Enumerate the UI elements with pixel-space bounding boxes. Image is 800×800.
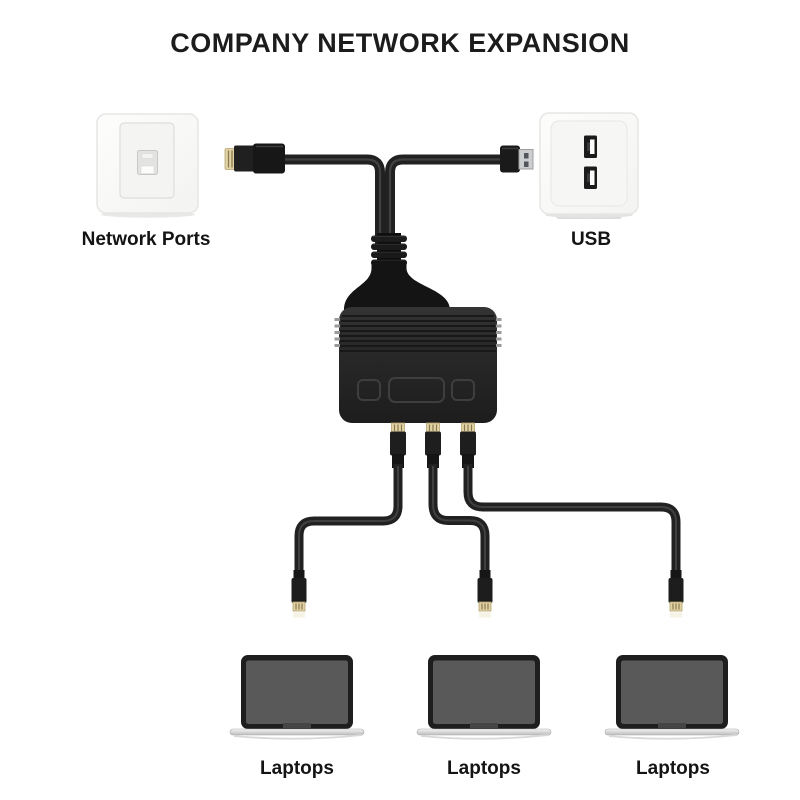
usb-port-bottom-icon: [584, 166, 597, 189]
laptop-hinge-notch: [470, 723, 498, 728]
rj45-plug-up-1: [390, 422, 406, 468]
laptop-base: [229, 728, 365, 736]
laptop-hinge-notch: [658, 723, 686, 728]
rj45-plug-to-wall-icon: [224, 143, 285, 174]
label-laptop-3: Laptops: [636, 758, 710, 779]
rj45-plug-down-2: [477, 570, 493, 618]
cable-to-laptop-2: [428, 464, 490, 574]
cable-to-network-port: [284, 154, 385, 244]
laptop-base-shadow: [233, 734, 363, 740]
label-laptop-1: Laptops: [260, 758, 334, 779]
network-wall-plate: [96, 113, 199, 218]
label-laptop-2: Laptops: [447, 758, 521, 779]
laptop-hinge-notch: [283, 723, 311, 728]
laptop-base-shadow: [608, 734, 738, 740]
laptop-screen: [246, 660, 348, 724]
laptop-screen: [433, 660, 535, 724]
wall-plate-insert: [550, 120, 628, 207]
splitter-body-ridges: [340, 315, 496, 352]
cable-to-laptop-1: [294, 464, 403, 574]
splitter-port-outlines: [357, 377, 475, 403]
label-usb: USB: [570, 229, 612, 250]
laptop-base: [416, 728, 552, 736]
usb-port-top-icon: [584, 135, 597, 158]
rj45-plug-down-3: [668, 570, 684, 618]
cable-to-usb: [385, 154, 503, 244]
cable-to-laptop-3: [463, 464, 681, 574]
splitter-device: [334, 233, 502, 423]
rj45-plug-up-3: [460, 422, 476, 468]
strain-relief-bell: [344, 261, 450, 310]
laptop-screen: [621, 660, 723, 724]
splitter-body: [339, 307, 497, 423]
usb-wall-plate: [539, 112, 639, 219]
laptop-1: [229, 655, 365, 740]
laptop-base-shadow: [420, 734, 550, 740]
splitter-port-outline-3: [451, 379, 475, 401]
page-title: COMPANY NETWORK EXPANSION: [170, 28, 630, 58]
usb-plug-to-wall-icon: [500, 145, 534, 173]
rj45-plug-down-1: [291, 570, 307, 618]
splitter-side-ribs: [334, 318, 502, 347]
label-network-ports: Network Ports: [81, 229, 211, 250]
rj45-wall-jack-icon: [137, 150, 158, 175]
splitter-port-outline-1: [357, 379, 381, 401]
laptop-3: [604, 655, 740, 740]
laptop-2: [416, 655, 552, 740]
laptop-base: [604, 728, 740, 736]
rj45-plug-up-2: [425, 422, 441, 468]
splitter-port-outline-2: [388, 377, 445, 403]
